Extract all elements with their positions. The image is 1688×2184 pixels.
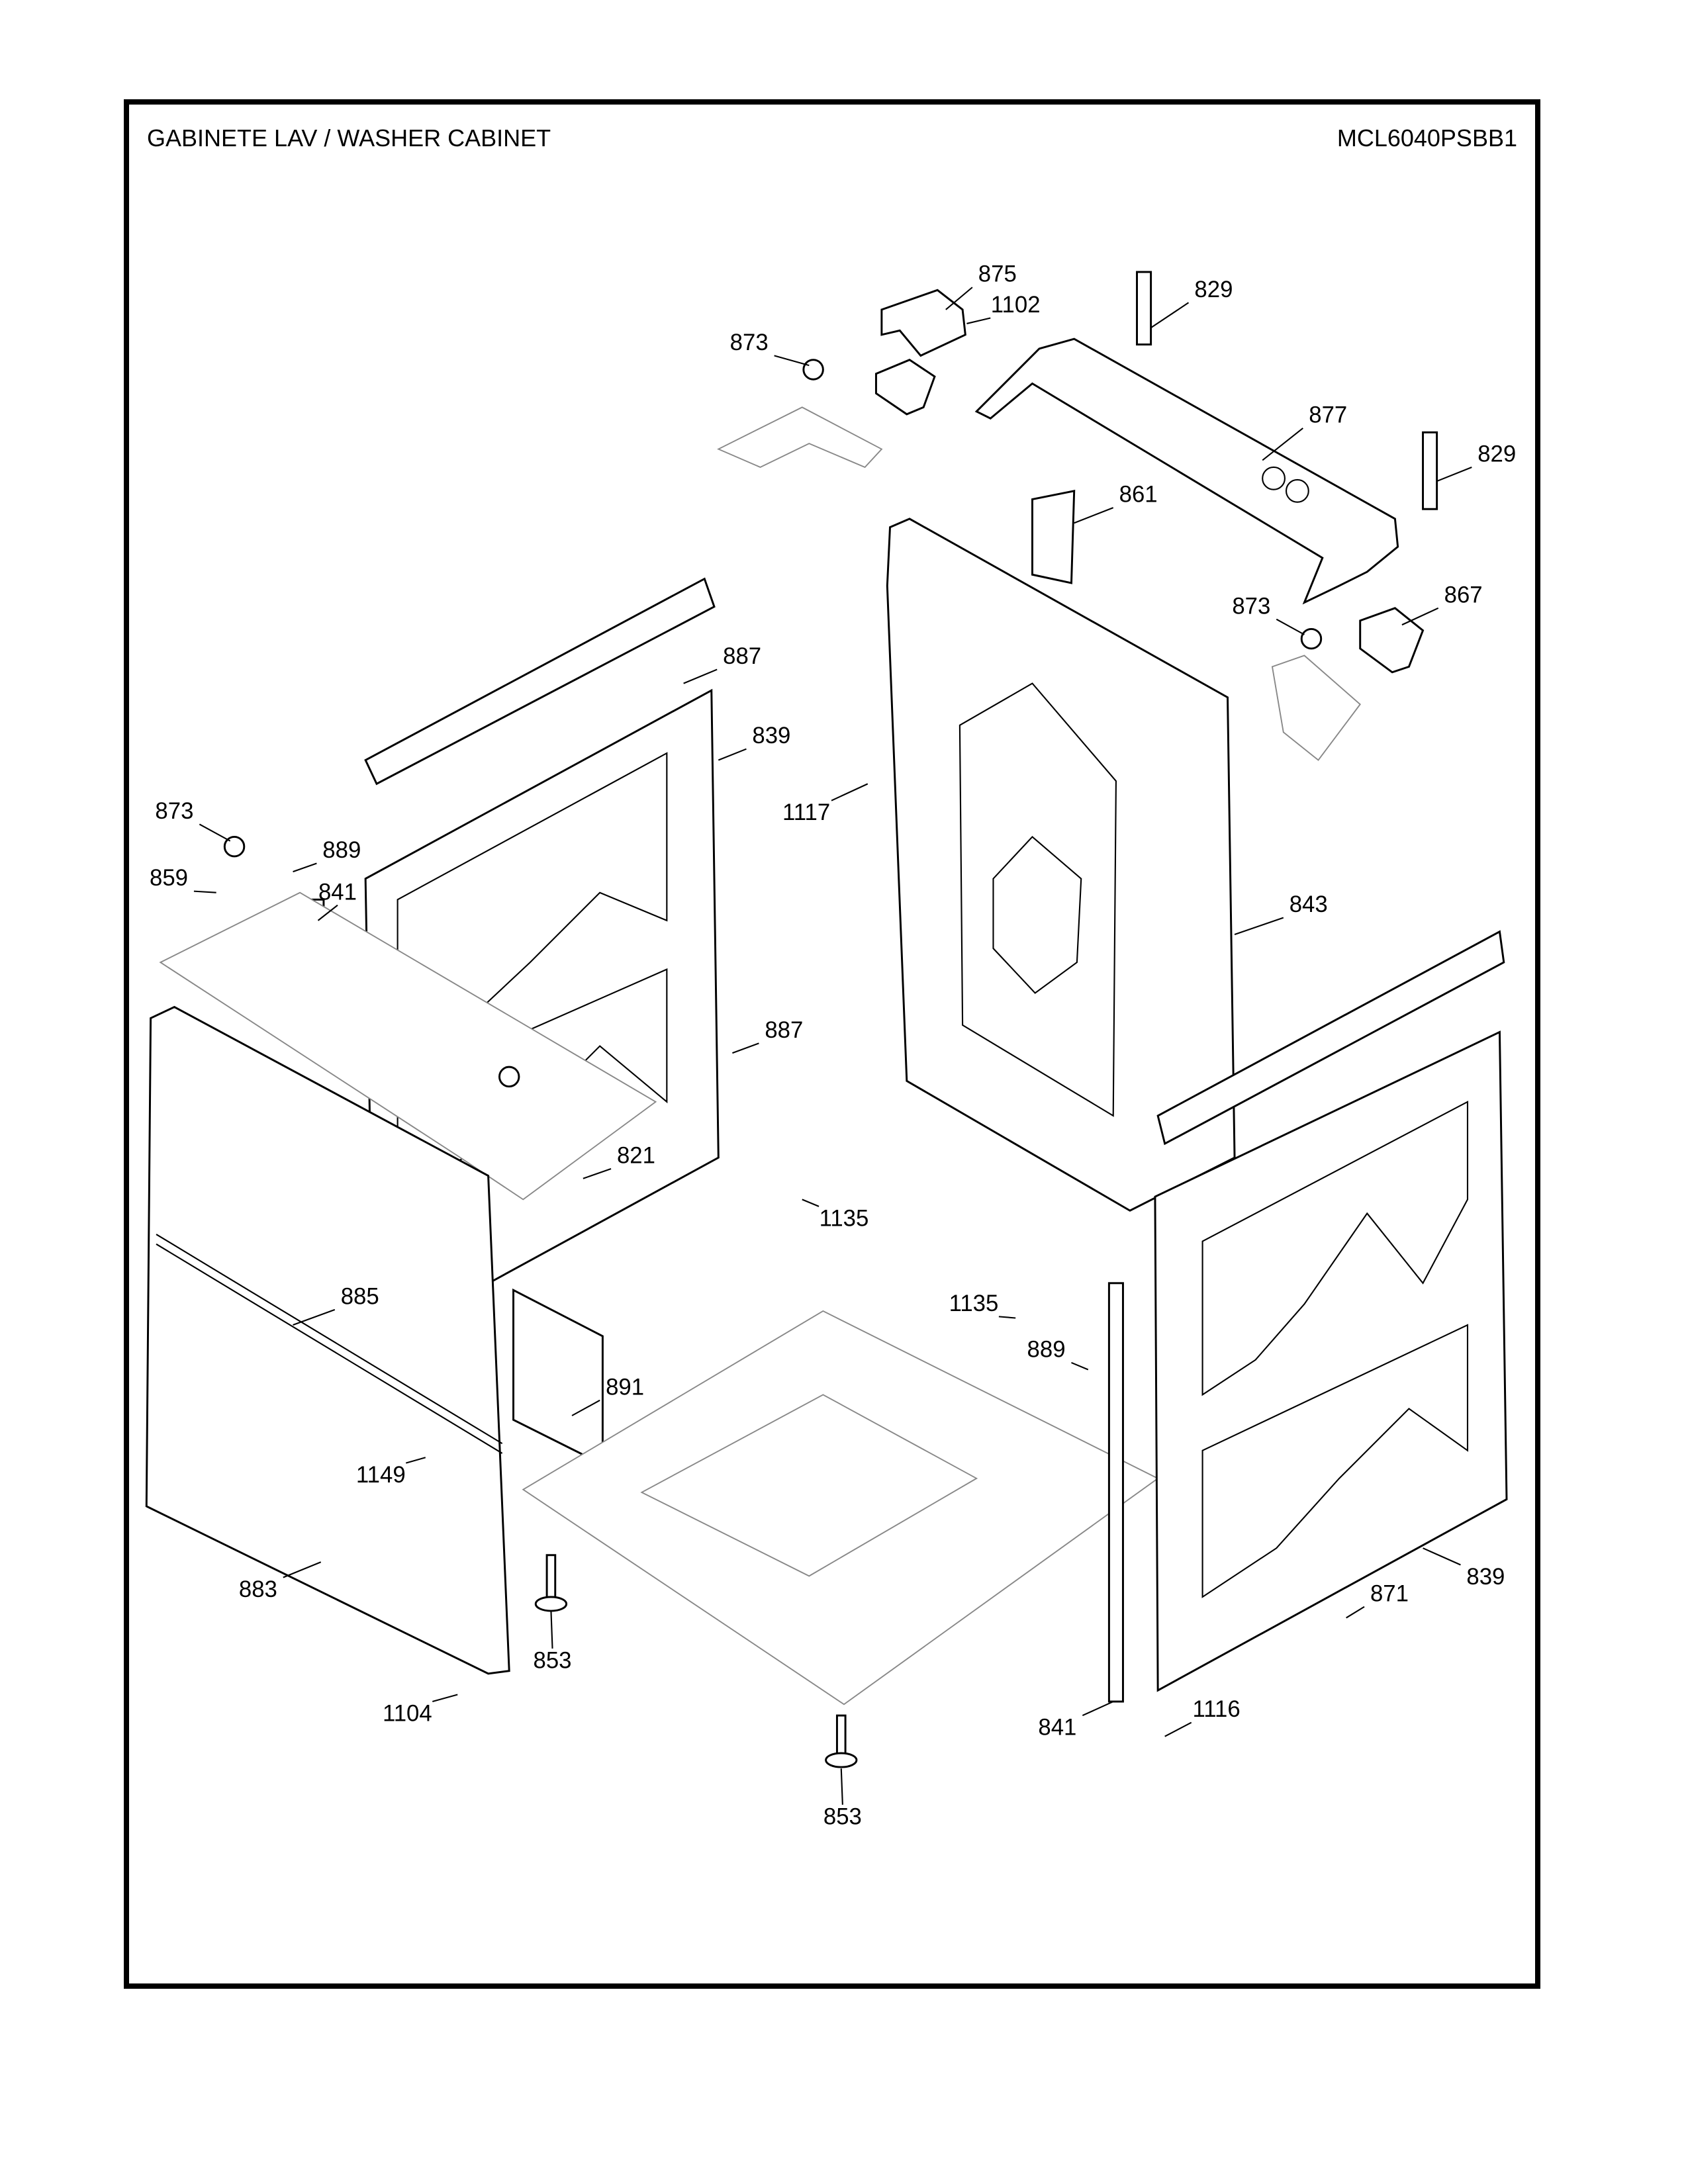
callout-label: 821 [617, 1144, 655, 1169]
callout-label: 889 [1027, 1338, 1066, 1363]
leader-line [199, 823, 231, 842]
bracket-875 [880, 289, 966, 357]
leader-line [802, 1199, 820, 1207]
callout-label: 883 [239, 1577, 277, 1602]
callout-label: 875 [978, 262, 1017, 287]
callout-label: 841 [318, 880, 357, 905]
callout-label: 861 [1119, 482, 1158, 508]
leader-line [583, 1168, 612, 1179]
front-top-frame [159, 891, 657, 1201]
leader-line [1401, 607, 1439, 626]
side-panel-839-right [1154, 1030, 1508, 1692]
console-877 [974, 338, 1399, 605]
callout-label: 1116 [1193, 1697, 1241, 1722]
cover-plate [874, 359, 936, 416]
leader-line [1436, 467, 1472, 482]
callout-label: 829 [1194, 277, 1233, 302]
leader-line [193, 890, 216, 893]
duct-861 [1031, 489, 1076, 584]
leader-line [718, 748, 747, 761]
leader-line [550, 1611, 553, 1649]
callout-label: 867 [1444, 582, 1483, 608]
callout-label: 839 [752, 723, 790, 749]
grommet-873 [498, 1066, 520, 1088]
callout-label: 873 [1232, 594, 1270, 619]
model-number: MCL6040PSBB1 [1336, 124, 1517, 152]
callout-label: 853 [534, 1648, 572, 1673]
leader-line [774, 355, 810, 367]
leader-line [945, 287, 973, 310]
leader-line [998, 1316, 1016, 1319]
leader-line [1346, 1606, 1365, 1619]
corner-bracket [717, 406, 883, 469]
leader-line [1071, 1361, 1089, 1371]
callout-label: 877 [1309, 403, 1347, 428]
leader-line [1423, 1547, 1461, 1566]
leader-line [1164, 1721, 1192, 1737]
cover-plate-867 [1359, 607, 1425, 674]
trim-885 [156, 1234, 503, 1445]
leader-line [405, 1457, 426, 1464]
leveling-foot-853 [835, 1714, 847, 1758]
callout-label: 839 [1466, 1565, 1505, 1590]
leader-line [831, 783, 868, 801]
leader-line [317, 904, 338, 921]
leader-line [283, 1561, 322, 1578]
callout-label: 885 [341, 1284, 379, 1309]
callout-label: 853 [823, 1804, 862, 1829]
diagram-title: GABINETE LAV / WASHER CABINET [147, 124, 551, 152]
grommet-873 [802, 359, 824, 381]
callout-label: 841 [1038, 1715, 1076, 1741]
leader-line [840, 1768, 843, 1805]
leader-line [293, 1308, 336, 1326]
callout-label: 843 [1289, 892, 1328, 917]
callout-label: 889 [322, 838, 361, 863]
rail-841-right [1107, 1282, 1124, 1703]
callout-label: 887 [765, 1018, 803, 1043]
callout-label: 871 [1370, 1581, 1409, 1606]
callout-label: 829 [1477, 442, 1516, 467]
diagram-frame [124, 99, 1540, 1989]
callout-label: 1135 [949, 1291, 999, 1316]
leader-line [1276, 618, 1305, 635]
grommet-873 [223, 835, 246, 858]
leader-line [1074, 507, 1114, 524]
grommet-873 [1300, 627, 1323, 650]
callout-label: 1104 [383, 1702, 432, 1727]
leader-line [1262, 428, 1303, 461]
callout-label: 887 [723, 644, 761, 669]
callout-label: 873 [155, 799, 193, 824]
leader-line [1082, 1701, 1114, 1717]
bracket-829 [1136, 271, 1152, 346]
callout-label: 1102 [991, 293, 1041, 318]
leader-line [1150, 302, 1190, 329]
leader-line [683, 668, 718, 684]
leader-line [293, 862, 317, 873]
top-rail-left [364, 577, 716, 786]
insulation-891 [512, 1288, 604, 1467]
front-panel-883 [145, 1005, 510, 1675]
callout-label: 1149 [356, 1463, 406, 1488]
bracket-829 [1422, 431, 1438, 510]
callout-label: 859 [150, 866, 188, 891]
leader-line [732, 1042, 759, 1054]
callout-label: 873 [730, 330, 769, 355]
corner-bracket [1271, 655, 1362, 761]
leader-line [432, 1694, 458, 1703]
leader-line [1234, 917, 1284, 935]
callout-label: 1135 [820, 1206, 869, 1231]
leader-line [571, 1399, 600, 1416]
leader-line [966, 317, 991, 324]
callout-label: 1117 [782, 800, 830, 825]
callout-label: 891 [606, 1375, 644, 1400]
top-rail-right [1156, 930, 1505, 1146]
